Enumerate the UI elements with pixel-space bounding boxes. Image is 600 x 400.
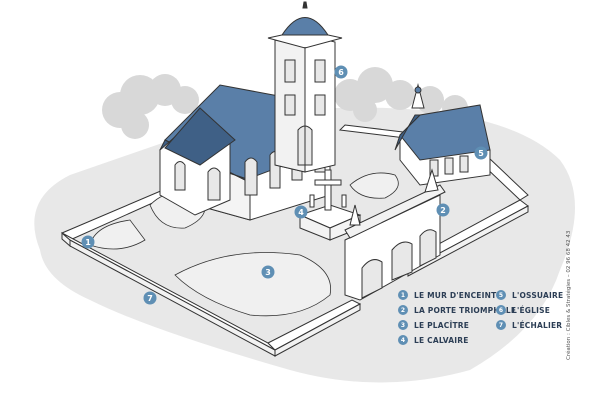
legend-number-3: 3 [398, 320, 408, 330]
legend-item-7: 7 L'ÉCHALIER [496, 320, 562, 330]
legend-number-5: 5 [496, 290, 506, 300]
marker-1[interactable]: 1 [81, 235, 95, 249]
marker-4-number: 4 [298, 208, 304, 217]
marker-5-number: 5 [478, 149, 484, 158]
legend-label-7: L'ÉCHALIER [512, 320, 563, 330]
marker-3[interactable]: 3 [261, 265, 275, 279]
triumphal-gate [344, 168, 446, 301]
legend-item-6: 6 L'ÉGLISE [496, 305, 550, 315]
legend-label-6: L'ÉGLISE [512, 305, 551, 315]
legend-item-2: 2 LA PORTE TRIOMPHALE [398, 305, 516, 315]
map-markers: 1 2 3 4 5 6 7 [81, 65, 488, 305]
legend-label-5: L'OSSUAIRE [512, 290, 564, 300]
legend-number-6: 6 [496, 305, 506, 315]
marker-1-number: 1 [85, 238, 91, 247]
marker-3-number: 3 [265, 268, 271, 277]
marker-6[interactable]: 6 [334, 65, 348, 79]
marker-5[interactable]: 5 [474, 146, 488, 160]
legend-item-5: 5 L'OSSUAIRE [496, 290, 563, 300]
legend-number-1: 1 [398, 290, 408, 300]
marker-2[interactable]: 2 [436, 203, 450, 217]
marker-7[interactable]: 7 [143, 291, 157, 305]
legend-number-2: 2 [398, 305, 408, 315]
map-legend: 1 LE MUR D'ENCEINTE 2 LA PORTE TRIOMPHAL… [398, 290, 568, 350]
legend-item-1: 1 LE MUR D'ENCEINTE [398, 290, 502, 300]
lawns [89, 172, 399, 317]
credit-text: Création : Cibles & Stratégies – 02 96 6… [566, 230, 572, 360]
ossuary [394, 83, 491, 186]
legend-number-7: 7 [496, 320, 506, 330]
legend-number-4: 4 [398, 335, 408, 345]
marker-6-number: 6 [338, 68, 344, 77]
legend-label-1: LE MUR D'ENCEINTE [414, 290, 502, 300]
legend-label-4: LE CALVAIRE [414, 335, 469, 345]
trees [102, 67, 468, 139]
legend-label-3: LE PLACÎTRE [414, 320, 470, 330]
marker-4[interactable]: 4 [294, 205, 308, 219]
legend-item-4: 4 LE CALVAIRE [398, 335, 469, 345]
legend-item-3: 3 LE PLACÎTRE [398, 320, 469, 330]
marker-7-number: 7 [147, 294, 153, 303]
legend-label-2: LA PORTE TRIOMPHALE [414, 305, 517, 315]
bell-tower [267, 1, 343, 173]
marker-2-number: 2 [440, 206, 446, 215]
